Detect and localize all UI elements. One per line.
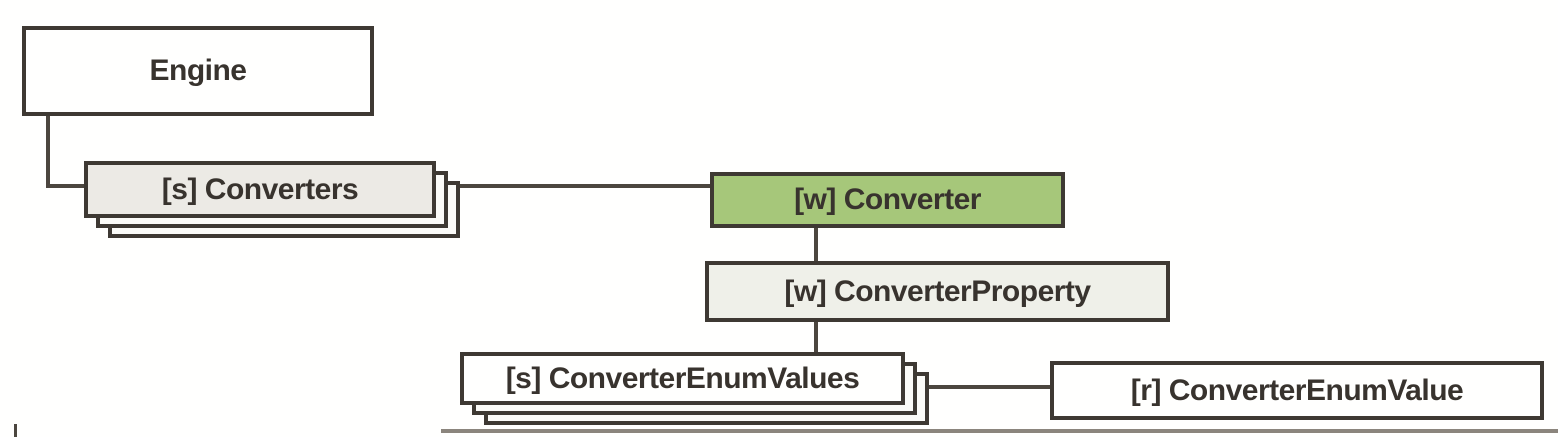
node-converters[interactable]: [s] Converters	[84, 161, 436, 218]
node-converters-label: [s] Converters	[161, 172, 359, 206]
node-engine-label: Engine	[149, 54, 247, 87]
node-converter[interactable]: [w] Converter	[710, 172, 1065, 228]
node-converter-enum-value[interactable]: [r] ConverterEnumValue	[1050, 361, 1544, 420]
connector-elbow-converters-horizontal	[46, 184, 90, 188]
connector-property-enumvalues	[814, 320, 818, 355]
node-engine[interactable]: Engine	[22, 26, 374, 116]
connector-enumvalues-enumvalue	[918, 385, 1054, 389]
connector-engine-elbow-vertical	[46, 114, 50, 188]
diagram-baseline	[441, 429, 1558, 433]
node-converter-property[interactable]: [w] ConverterProperty	[705, 261, 1170, 322]
node-converter-property-label: [w] ConverterProperty	[784, 274, 1091, 308]
node-converter-enum-value-label: [r] ConverterEnumValue	[1130, 373, 1464, 407]
node-converter-enum-values-stack: [s] ConverterEnumValues	[460, 352, 929, 425]
left-edge-tick	[14, 424, 17, 437]
node-converter-enum-values[interactable]: [s] ConverterEnumValues	[460, 352, 905, 405]
node-converter-label: [w] Converter	[794, 183, 981, 216]
connector-converter-property	[814, 226, 818, 264]
node-converters-stack: [s] Converters	[84, 161, 460, 238]
node-converter-enum-values-label: [s] ConverterEnumValues	[505, 361, 860, 395]
connector-converters-converter	[455, 184, 713, 188]
